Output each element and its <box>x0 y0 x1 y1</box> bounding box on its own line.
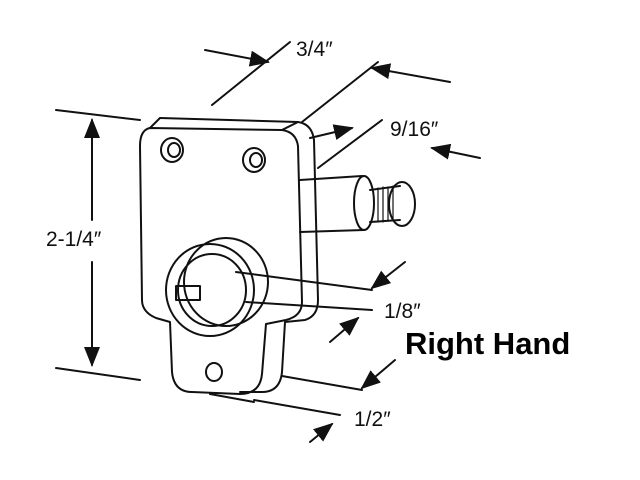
dimension-9-16: 9/16″ <box>390 118 439 141</box>
splined-end <box>388 181 416 227</box>
mount-hole-left <box>160 137 184 163</box>
dimension-1-2: 1/2″ <box>354 408 391 431</box>
dimension-3-4: 3/4″ <box>296 38 333 61</box>
tab-hole <box>205 362 223 382</box>
caption-right-hand: Right Hand <box>405 326 571 361</box>
plate-front <box>139 127 303 395</box>
dimension-2-1-4: 2-1/4″ <box>46 228 102 251</box>
mount-hole-right <box>242 147 266 173</box>
drive-boss-back <box>183 237 269 327</box>
dimension-1-8: 1/8″ <box>384 300 421 323</box>
drive-boss <box>165 243 255 337</box>
plate-back <box>159 117 319 393</box>
shaft <box>299 175 365 233</box>
